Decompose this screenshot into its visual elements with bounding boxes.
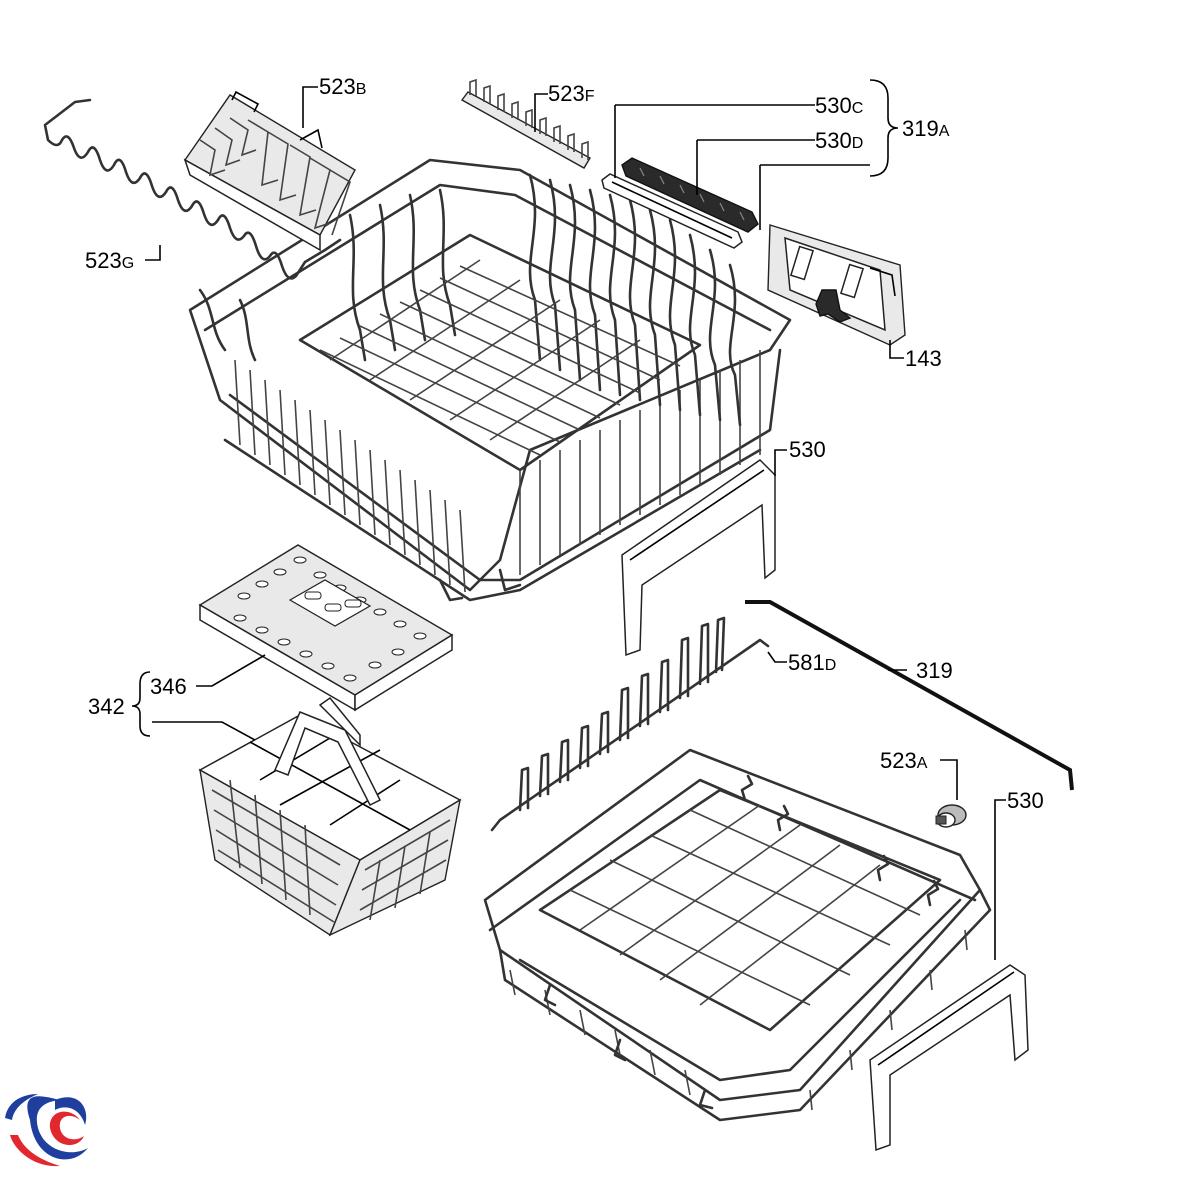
label-523f: 523F xyxy=(548,81,595,106)
tines-row-part xyxy=(490,616,770,832)
label-523g: 523G xyxy=(85,248,134,273)
label-530c: 530C xyxy=(815,93,863,118)
label-581d: 581D xyxy=(788,650,836,675)
rail-frame-upper-part xyxy=(621,459,776,657)
label-342: 342 xyxy=(88,694,125,719)
label-346: 346 xyxy=(150,674,187,699)
small-comb-part xyxy=(460,78,591,169)
roller-wheel-part xyxy=(935,804,967,828)
folding-tines-part xyxy=(183,90,356,252)
label-523a: 523A xyxy=(880,748,928,773)
cutlery-lid-part xyxy=(198,544,454,712)
label-319: 319 xyxy=(916,658,953,683)
rail-319-part xyxy=(745,600,1074,791)
braces xyxy=(131,79,899,737)
leader-lines xyxy=(145,86,1006,960)
label-523b: 523B xyxy=(319,74,366,99)
lower-basket xyxy=(483,748,992,1122)
wavy-wire-part xyxy=(43,98,342,280)
rail-frame-lower-part xyxy=(869,964,1029,1152)
rail-530c-part xyxy=(601,173,743,249)
label-530-lower: 530 xyxy=(1007,788,1044,813)
swirl-logo-icon xyxy=(5,1094,88,1167)
callout-labels: 523B 523F 530C 530D 319A 523G 143 530 34… xyxy=(85,74,1044,813)
label-143: 143 xyxy=(905,346,942,371)
label-530d: 530D xyxy=(815,128,863,153)
label-530-upper: 530 xyxy=(789,437,826,462)
upper-basket xyxy=(188,158,792,602)
cutlery-basket-part xyxy=(198,696,462,937)
bracket-plate-part xyxy=(767,224,906,346)
label-319a: 319A xyxy=(902,116,950,141)
rail-530d-part xyxy=(621,157,759,233)
